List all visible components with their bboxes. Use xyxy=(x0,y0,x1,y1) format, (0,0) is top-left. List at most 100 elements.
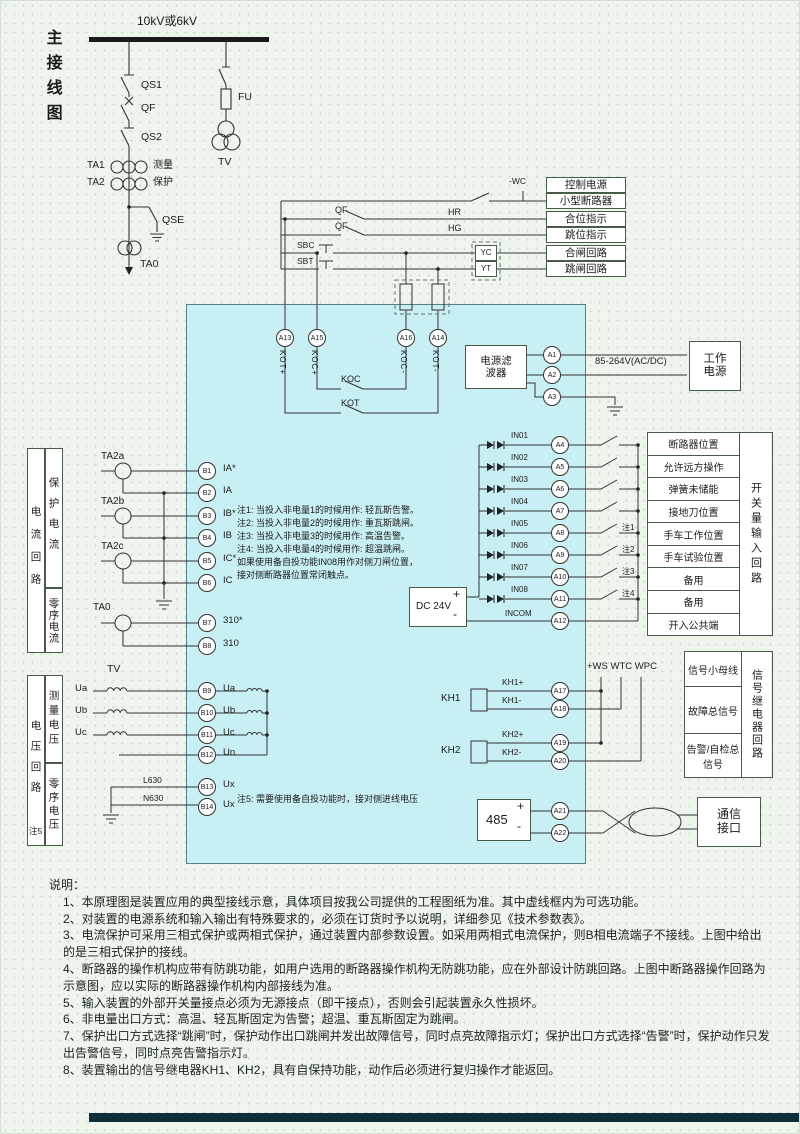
comm-wiring xyxy=(531,807,697,837)
ic-label: IC xyxy=(223,575,233,586)
terminal-b4: B4 xyxy=(198,529,216,547)
kh2-label: KH2 xyxy=(441,745,461,756)
input-diode xyxy=(486,594,505,604)
terminal-a12: A12 xyxy=(551,612,569,630)
main-bus-and-feeders xyxy=(89,37,269,275)
terminal-a5: A5 xyxy=(551,458,569,476)
in03-label: IN03 xyxy=(511,475,528,484)
yt-coil-label: YT xyxy=(475,261,497,277)
ua-phase-label: Ua xyxy=(75,683,88,694)
device-note5-text: 注5: 需要使用备自投功能时，接对侧进线电压 xyxy=(237,794,419,804)
kot-plus-label: KOT+ xyxy=(278,350,287,376)
in08-label: IN08 xyxy=(511,585,528,594)
fuse-symbol xyxy=(220,88,232,110)
input-diode xyxy=(486,462,505,472)
kh1-coil xyxy=(470,688,488,712)
input-diode xyxy=(486,484,505,494)
kh1-label: KH1 xyxy=(441,693,461,704)
signal-relay-group-label: 信号继电器回路 xyxy=(742,652,771,777)
terminal-a22: A22 xyxy=(551,824,569,842)
note1-ref: 注1 xyxy=(622,523,635,532)
ground-symbol xyxy=(103,814,119,824)
qse-ground-switch-symbol xyxy=(129,206,164,242)
notes-title: 说明： xyxy=(49,878,86,892)
input-diode xyxy=(486,528,505,538)
rs485-minus-sign: - xyxy=(517,819,521,833)
terminal-a11: A11 xyxy=(551,590,569,608)
kh2-coil xyxy=(470,740,488,764)
sbc-label: SBC xyxy=(297,240,315,250)
uc-term-label: Uc xyxy=(223,727,235,738)
note-item-2: 2、对装置的电源系统和输入输出有特殊要求的，必须在订货时予以说明，详细参见《技术… xyxy=(63,911,592,926)
working-power-box: 工作电源 xyxy=(689,341,741,391)
switch-input-table: 断路器位置 允许远方操作 弹簧未储能 接地刀位置 手车工作位置 手车试验位置 备… xyxy=(647,432,773,636)
ta0-ct-label: TA0 xyxy=(93,602,111,613)
terminal-a15: A15 xyxy=(308,329,326,347)
voltage-input-wiring xyxy=(93,687,269,824)
current-input-wiring xyxy=(101,462,198,647)
ux1-term-label: Ux xyxy=(223,779,235,790)
ground-symbol xyxy=(607,406,623,416)
terminal-a19: A19 xyxy=(551,734,569,752)
output-relay-wiring xyxy=(284,347,439,414)
device-body xyxy=(186,304,586,864)
note-item-1: 1、本原理图是装置应用的典型接线示意，具体项目按我公司提供的工程图纸为准。其中虚… xyxy=(63,894,646,909)
hg-label: HG xyxy=(448,223,462,233)
kot-contact-label: KOT xyxy=(341,398,360,408)
current-circuit-group-label: 电流回路 xyxy=(27,448,45,653)
i310-star-label: 310* xyxy=(223,615,243,626)
control-label-mcb: 小型断路器 xyxy=(546,193,626,209)
in06-label: IN06 xyxy=(511,541,528,550)
ib-star-label: IB* xyxy=(223,508,236,519)
note-item-4: 4、断路器的操作机构应带有防跳功能，如用户选用的断路器操作机构无防跳功能，应在外… xyxy=(63,961,766,993)
terminal-a16: A16 xyxy=(397,329,415,347)
pt-coil xyxy=(106,731,128,736)
device-note-3: 注3: 当投入非电量3的时候用作: 高温告警。 xyxy=(237,531,411,541)
terminal-a18: A18 xyxy=(551,700,569,718)
ta2b-label: TA2b xyxy=(101,496,125,507)
in01-label: IN01 xyxy=(511,431,528,440)
signal-label-fault: 故障总信号 xyxy=(685,687,741,734)
power-filter-box: 电源滤波器 xyxy=(465,345,527,389)
protect-label: 保护 xyxy=(153,177,173,188)
protection-current-label: 保护电流 xyxy=(45,448,63,588)
fu-label: FU xyxy=(238,91,252,103)
device-note-2: 注2: 当投入非电量2的时候用作: 重瓦斯跳闸。 xyxy=(237,518,420,528)
ux2-term-label: Ux xyxy=(223,799,235,810)
ta2-label: TA2 xyxy=(87,177,105,188)
switch-label-spare2: 备用 xyxy=(648,590,739,614)
tv-symbol xyxy=(211,120,241,151)
terminal-b10: B10 xyxy=(198,704,216,722)
input-diode xyxy=(486,440,505,450)
qs2-label: QS2 xyxy=(141,131,163,143)
i310-label: 310 xyxy=(223,638,239,649)
yc-coil-label: YC xyxy=(475,245,497,261)
note-item-5: 5、输入装置的外部开关量接点必须为无源接点（即干接点），否则会引起装置永久性损坏… xyxy=(63,995,544,1010)
switch-label-earth-knife: 接地刀位置 xyxy=(648,500,739,524)
device-note-5: 如果使用备自投功能IN08用作对侧刀闸位置， xyxy=(237,557,419,567)
terminal-b8: B8 xyxy=(198,637,216,655)
in02-label: IN02 xyxy=(511,453,528,462)
wc-bus-label: -WC xyxy=(509,176,526,186)
pt-coil xyxy=(106,687,128,692)
terminal-a20: A20 xyxy=(551,752,569,770)
ct-ta0-symbol xyxy=(117,240,142,256)
qse-label: QSE xyxy=(162,214,185,226)
hr-label: HR xyxy=(448,207,461,217)
control-label-close-ind: 合位指示 xyxy=(546,211,626,227)
dc24v-box: DC 24V xyxy=(409,587,467,627)
signal-bus-label: +WS WTC WPC xyxy=(587,661,657,672)
diagram-title: 主接线图 xyxy=(43,29,61,129)
qf-contact-label: QF xyxy=(335,205,348,215)
bus-label: 10kV或6kV xyxy=(137,14,198,28)
control-label-trip-ind: 跳位指示 xyxy=(546,227,626,243)
signal-label-table: 信号小母线 故障总信号 告警/自检总信号 信号继电器回路 xyxy=(684,651,773,778)
uc-phase-label: Uc xyxy=(75,727,87,738)
note4-ref: 注4 xyxy=(622,589,635,598)
terminal-a3: A3 xyxy=(543,388,561,406)
qs1-label: QS1 xyxy=(141,79,163,91)
terminal-b1: B1 xyxy=(198,462,216,480)
switch-label-truck-test: 手车试验位置 xyxy=(648,545,739,569)
